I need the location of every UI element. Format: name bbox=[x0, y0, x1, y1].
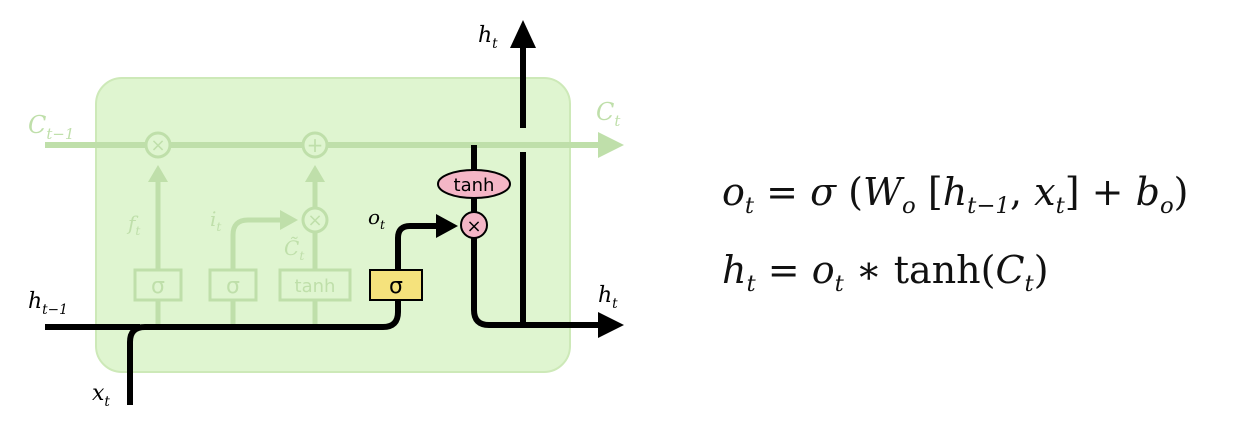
label-o-t: ot bbox=[368, 205, 385, 232]
input-mult-symbol: × bbox=[307, 210, 322, 231]
forget-sigma-label: σ bbox=[151, 274, 165, 299]
input-sigma-box bbox=[208, 268, 258, 302]
equation-hidden-state: ht = ot ∗ tanh(Ct) bbox=[722, 247, 1049, 297]
output-mult-op bbox=[460, 211, 488, 239]
equation-output-gate: ot = σ (Wo [ht−1, xt] + bo) bbox=[722, 170, 1189, 219]
label-h-prev: ht−1 bbox=[28, 289, 68, 318]
output-gate-path bbox=[395, 223, 445, 270]
output-tanh-label: tanh bbox=[454, 175, 495, 196]
candidate-tanh-box bbox=[278, 268, 352, 302]
label-c-tilde: C̃t bbox=[284, 236, 304, 263]
input-path bbox=[127, 300, 401, 405]
output-tanh-op bbox=[437, 169, 511, 199]
input-gate-connector bbox=[230, 217, 282, 270]
forget-mult-symbol: × bbox=[150, 135, 165, 156]
lstm-output-gate-diagram: × + × σ σ tanh Ct−1 Ct ft it C̃t σ ta bbox=[28, 20, 624, 410]
output-sigma-label: σ bbox=[389, 274, 403, 299]
label-c-prev: Ct−1 bbox=[28, 111, 74, 143]
label-c-next: Ct bbox=[596, 98, 620, 130]
forget-sigma-box bbox=[133, 268, 183, 302]
input-sigma-label: σ bbox=[226, 274, 240, 299]
label-h-out-top: ht bbox=[478, 23, 498, 52]
input-mult-op bbox=[301, 206, 329, 234]
output-gate-equations: ot = σ (Wo [ht−1, xt] + bo) ht = ot ∗ ta… bbox=[722, 160, 1252, 316]
output-sigma-box bbox=[369, 269, 423, 301]
label-h-out-right: ht bbox=[598, 283, 618, 312]
h-output-path bbox=[471, 238, 600, 328]
label-x-t: xt bbox=[92, 381, 110, 410]
label-i-t: it bbox=[210, 207, 221, 234]
forget-mult-op bbox=[144, 131, 172, 159]
add-symbol: + bbox=[307, 133, 324, 157]
candidate-tanh-label: tanh bbox=[295, 276, 336, 297]
output-mult-symbol: × bbox=[466, 216, 481, 237]
add-op bbox=[301, 131, 329, 159]
